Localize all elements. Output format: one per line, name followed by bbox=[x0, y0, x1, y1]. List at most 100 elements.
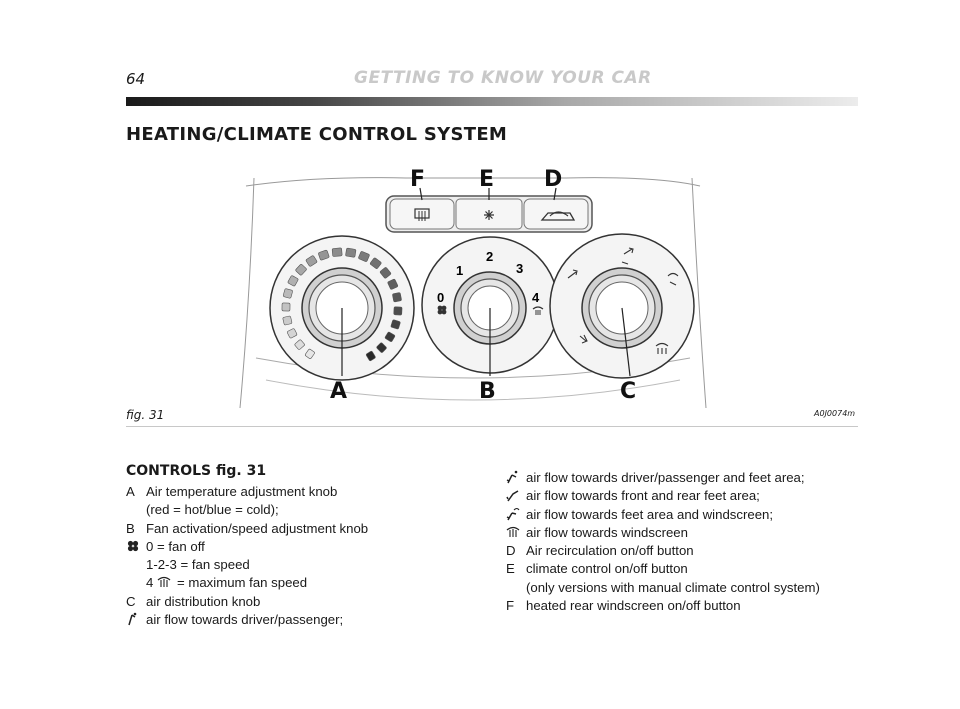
controls-right-item: air flow towards driver/passenger and fe… bbox=[506, 469, 866, 487]
fan-icon bbox=[437, 305, 447, 315]
page-number: 64 bbox=[126, 70, 146, 88]
callout-a: A bbox=[330, 379, 347, 404]
temperature-segment bbox=[287, 328, 298, 339]
temperature-segment bbox=[282, 315, 293, 326]
callout-d: D bbox=[544, 167, 562, 192]
item-text: Air recirculation on/off button bbox=[526, 543, 694, 559]
button-strip bbox=[385, 195, 593, 233]
figure-rule bbox=[126, 426, 858, 427]
item-key: F bbox=[506, 598, 515, 614]
temperature-segment bbox=[376, 342, 387, 353]
item-text: air flow towards driver/passenger and fe… bbox=[526, 470, 805, 485]
item-text: air flow towards front and rear feet are… bbox=[526, 488, 760, 504]
controls-left-item: air flow towards driver/passenger; bbox=[126, 611, 456, 629]
controls-left-item: A Air temperature adjustment knob bbox=[126, 483, 456, 501]
item-text: 1-2-3 = fan speed bbox=[146, 557, 250, 573]
callout-e: E bbox=[479, 167, 494, 192]
temperature-segment bbox=[365, 351, 376, 361]
figure-caption: fig. 31 bbox=[126, 408, 165, 422]
temperature-segment bbox=[392, 292, 402, 303]
driver-airflow-icon bbox=[126, 612, 146, 626]
controls-left-item: (red = hot/blue = cold); bbox=[126, 501, 456, 519]
fan-scale-0: 0 bbox=[437, 290, 444, 305]
controls-left-item: B Fan activation/speed adjustment knob bbox=[126, 520, 456, 538]
temperature-segment bbox=[305, 255, 318, 267]
air-distribution-knob bbox=[549, 233, 695, 379]
controls-right-item: air flow towards windscreen bbox=[506, 524, 866, 542]
temperature-segment bbox=[390, 319, 401, 330]
fan-scale-2: 2 bbox=[486, 249, 493, 264]
driver-feet-airflow-icon bbox=[506, 470, 526, 484]
temperature-segment bbox=[294, 339, 305, 350]
figure-code: A0J0074m bbox=[814, 409, 856, 418]
windscreen-icon bbox=[157, 575, 177, 589]
item-text: climate control on/off button bbox=[526, 561, 688, 577]
item-text: Air temperature adjustment knob bbox=[146, 484, 338, 499]
fan-scale-3: 3 bbox=[516, 261, 523, 276]
controls-title: CONTROLS fig. 31 bbox=[126, 463, 267, 479]
item-text: air distribution knob bbox=[146, 593, 261, 609]
item-text: 0 = fan off bbox=[146, 538, 205, 554]
item-key: C bbox=[126, 593, 136, 609]
feet-windscreen-airflow-icon bbox=[667, 272, 679, 286]
fan-scale-1: 1 bbox=[456, 263, 463, 278]
header-rule bbox=[126, 97, 858, 106]
item-text: (only versions with manual climate contr… bbox=[526, 579, 820, 595]
item-text: Fan activation/speed adjustment knob bbox=[146, 520, 369, 536]
callout-leaders bbox=[341, 187, 631, 377]
snowflake-icon bbox=[484, 210, 494, 220]
climate-control-figure: 1 2 3 0 4 F bbox=[239, 167, 707, 409]
controls-right-column: air flow towards driver/passenger and fe… bbox=[506, 469, 866, 615]
temperature-segment bbox=[281, 302, 291, 312]
controls-right-item: D Air recirculation on/off button bbox=[506, 542, 866, 560]
feet-airflow-icon bbox=[506, 488, 526, 502]
controls-left-item: 1-2-3 = fan speed bbox=[126, 556, 456, 574]
windscreen-airflow-icon bbox=[655, 342, 669, 354]
callout-f: F bbox=[410, 167, 425, 192]
callout-b: B bbox=[479, 379, 496, 404]
driver-airflow-icon bbox=[567, 269, 578, 279]
item-text: air flow towards feet area and windscree… bbox=[526, 506, 774, 522]
item-prefix: 4 bbox=[146, 575, 157, 591]
temperature-segment bbox=[369, 257, 382, 269]
callout-c: C bbox=[620, 379, 636, 404]
controls-left-column: CONTROLS fig. 31 A Air temperature adjust… bbox=[126, 463, 456, 629]
chapter-title: GETTING TO KNOW YOUR CAR bbox=[354, 68, 652, 88]
recirculation-icon bbox=[540, 211, 576, 221]
fan-scale-4: 4 bbox=[532, 290, 540, 305]
item-text: air flow towards windscreen bbox=[526, 524, 688, 540]
temperature-segment bbox=[345, 247, 357, 258]
item-key: B bbox=[126, 520, 135, 536]
temperature-segment bbox=[331, 247, 343, 257]
item-text: air flow towards driver/passenger; bbox=[146, 612, 344, 628]
temperature-segment bbox=[387, 278, 399, 290]
controls-right-item: air flow towards front and rear feet are… bbox=[506, 487, 866, 505]
temperature-segment bbox=[358, 251, 370, 262]
controls-right-item: (only versions with manual climate contr… bbox=[506, 579, 866, 597]
fan-speed-knob: 1 2 3 0 4 bbox=[421, 236, 559, 374]
rear-defrost-icon bbox=[414, 208, 430, 221]
item-key: A bbox=[126, 484, 135, 499]
item-key: E bbox=[506, 561, 515, 577]
item-key: D bbox=[506, 543, 516, 559]
driver-feet-airflow-icon bbox=[621, 247, 634, 265]
item-text: = maximum fan speed bbox=[177, 575, 308, 591]
feet-airflow-icon bbox=[579, 334, 588, 344]
temperature-segment bbox=[283, 288, 293, 299]
controls-left-item: 4 = maximum fan speed bbox=[126, 574, 456, 592]
temperature-segment bbox=[318, 249, 330, 261]
section-title: HEATING/CLIMATE CONTROL SYSTEM bbox=[126, 124, 508, 145]
temperature-segment bbox=[384, 331, 396, 342]
controls-right-item: air flow towards feet area and windscree… bbox=[506, 506, 866, 524]
windscreen-icon bbox=[506, 525, 526, 539]
fan-icon bbox=[126, 539, 146, 553]
temperature-segment bbox=[295, 264, 307, 276]
windscreen-icon bbox=[532, 306, 544, 315]
item-text: (red = hot/blue = cold); bbox=[146, 502, 279, 518]
temperature-segment bbox=[379, 267, 392, 279]
temperature-segment bbox=[393, 306, 403, 316]
feet-windscreen-airflow-icon bbox=[506, 507, 526, 521]
